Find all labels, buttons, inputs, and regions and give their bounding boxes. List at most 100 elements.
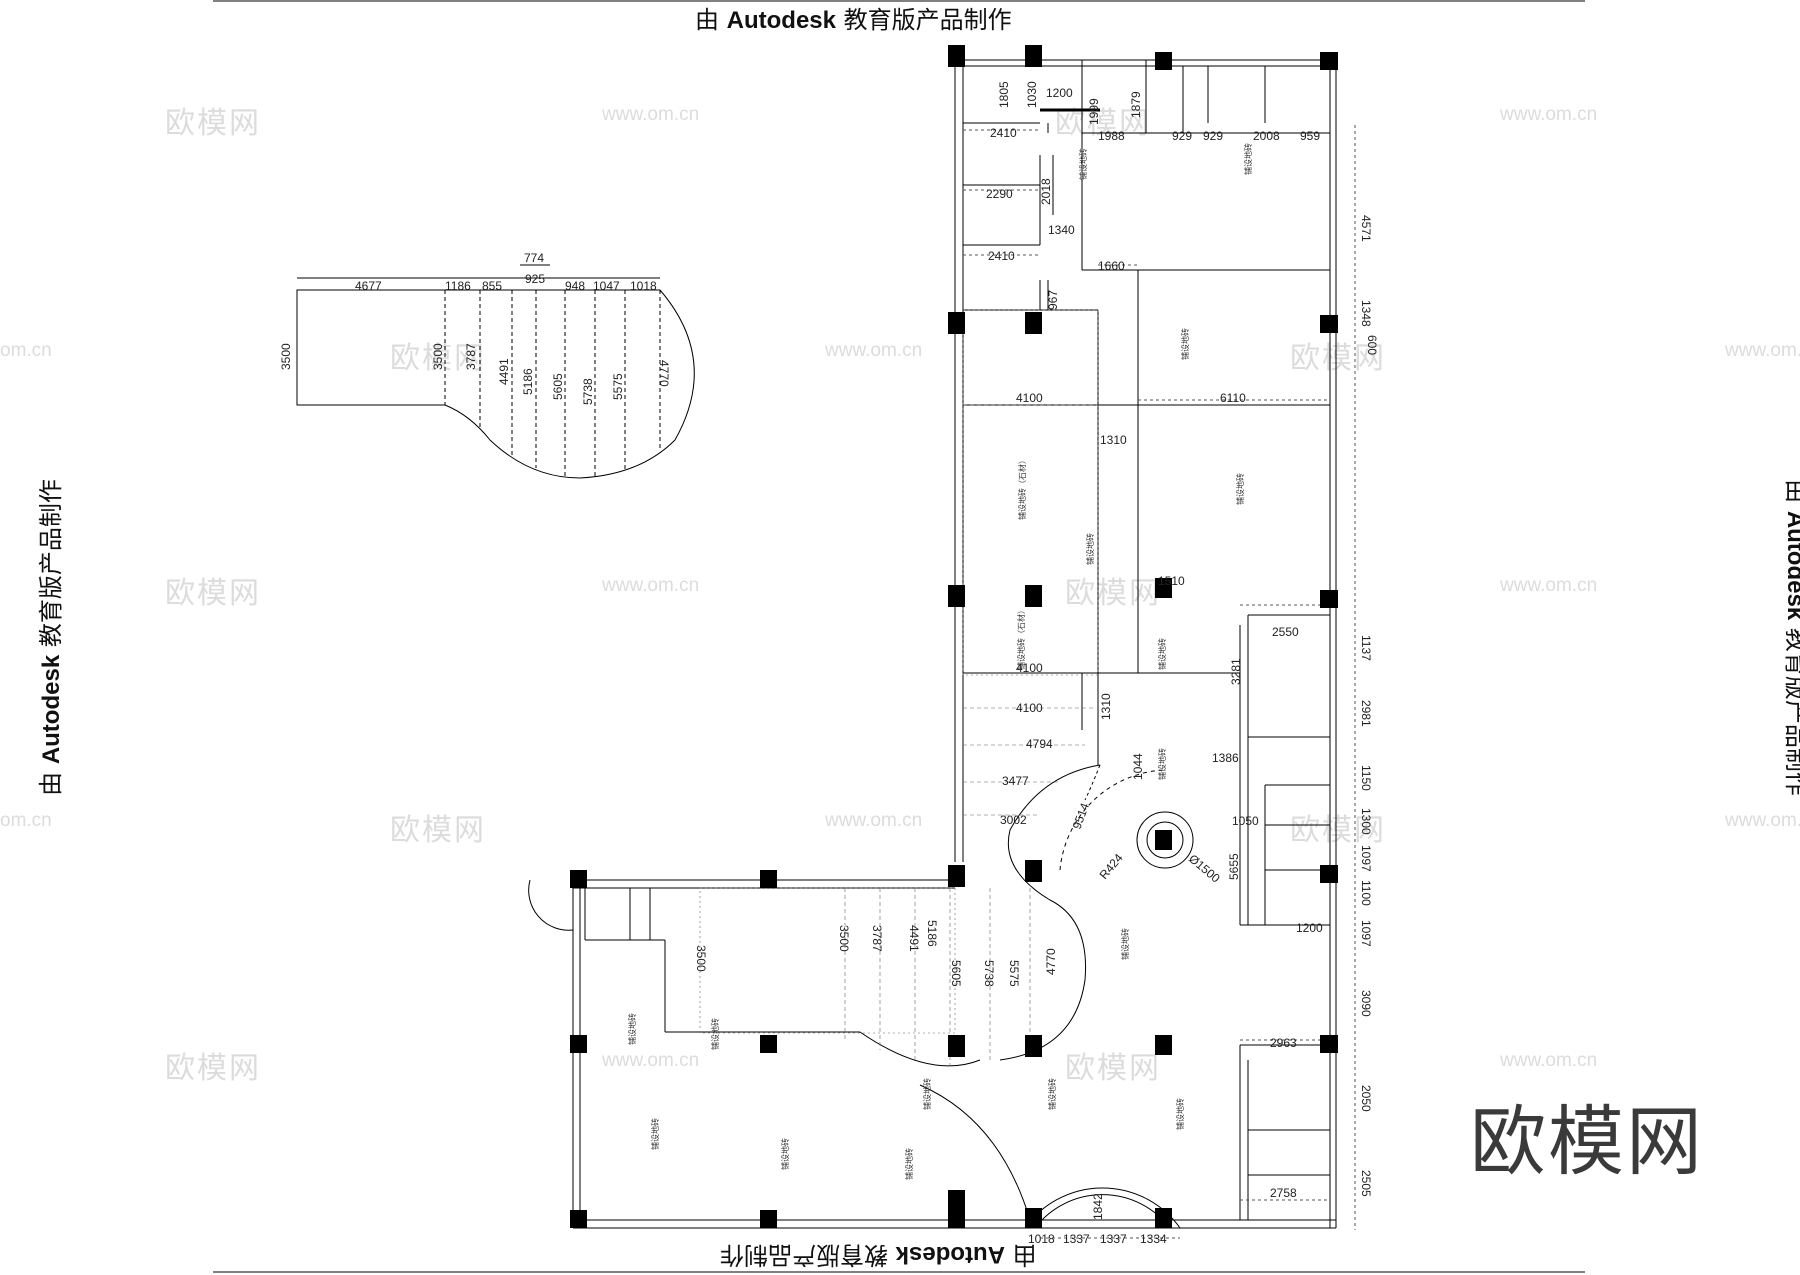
svg-text:1842: 1842 xyxy=(1091,1193,1105,1220)
room-label: 铺设地砖 xyxy=(780,1138,790,1170)
svg-text:1879: 1879 xyxy=(1129,91,1143,118)
svg-text:2505: 2505 xyxy=(1359,1170,1373,1197)
svg-text:1805: 1805 xyxy=(997,81,1011,108)
svg-text:948: 948 xyxy=(565,279,585,293)
svg-text:6110: 6110 xyxy=(1220,391,1246,405)
svg-text:2050: 2050 xyxy=(1359,1085,1373,1112)
svg-text:2550: 2550 xyxy=(1272,625,1299,639)
svg-text:3500: 3500 xyxy=(279,343,293,370)
watermark-url: om.cn xyxy=(0,340,52,361)
watermark-logo: 欧模网 xyxy=(1065,1051,1161,1086)
svg-text:855: 855 xyxy=(482,279,502,293)
svg-text:1018: 1018 xyxy=(1028,1232,1055,1246)
svg-text:1150: 1150 xyxy=(1359,765,1373,791)
svg-text:4571: 4571 xyxy=(1359,215,1373,242)
svg-text:929: 929 xyxy=(1172,129,1192,143)
svg-text:5605: 5605 xyxy=(551,373,565,400)
room-label: 铺设地砖 xyxy=(1243,143,1253,175)
svg-text:5186: 5186 xyxy=(521,368,535,395)
svg-text:Ø1500: Ø1500 xyxy=(1186,852,1223,886)
svg-text:1200: 1200 xyxy=(1046,86,1073,100)
svg-text:3090: 3090 xyxy=(1359,990,1373,1017)
svg-text:5738: 5738 xyxy=(982,960,996,987)
svg-text:2963: 2963 xyxy=(1270,1036,1297,1050)
svg-text:1334: 1334 xyxy=(1140,1232,1167,1246)
svg-text:774: 774 xyxy=(524,251,544,265)
svg-text:4794: 4794 xyxy=(1026,737,1053,751)
svg-text:600: 600 xyxy=(1365,335,1379,355)
svg-text:1988: 1988 xyxy=(1098,129,1125,143)
svg-text:1100: 1100 xyxy=(1359,880,1373,906)
svg-text:1348: 1348 xyxy=(1359,300,1373,327)
watermark-url: www.om.cn xyxy=(825,340,923,361)
terrazzo-zone xyxy=(699,309,1099,1065)
svg-text:9514: 9514 xyxy=(1070,801,1092,831)
svg-text:1386: 1386 xyxy=(1212,751,1239,765)
svg-text:4677: 4677 xyxy=(355,279,382,293)
room-label: 铺设地砖 xyxy=(1180,328,1190,360)
svg-text:2981: 2981 xyxy=(1359,700,1373,727)
room-label: 铺设地砖 xyxy=(1120,928,1130,960)
room-label: 铺设地砖 xyxy=(650,1118,660,1150)
svg-text:2008: 2008 xyxy=(1253,129,1280,143)
watermark-logo: 欧模网 xyxy=(165,576,261,611)
svg-text:1050: 1050 xyxy=(1232,814,1259,828)
svg-text:3500: 3500 xyxy=(837,925,851,952)
svg-text:3787: 3787 xyxy=(464,343,478,370)
brand-logo: 欧模网 xyxy=(1470,1097,1704,1186)
room-label: 铺设地砖（石材） xyxy=(1016,606,1026,670)
svg-text:925: 925 xyxy=(525,272,545,286)
svg-text:4491: 4491 xyxy=(907,925,921,952)
svg-text:2758: 2758 xyxy=(1270,1186,1297,1200)
svg-text:2018: 2018 xyxy=(1039,178,1053,205)
watermark-logo: 欧模网 xyxy=(165,1051,261,1086)
room-label: 铺设地砖 xyxy=(922,1078,932,1110)
room-label: 铺设地砖 xyxy=(1235,473,1245,505)
building-outline xyxy=(528,55,1337,1229)
room-label: 铺设地砖 xyxy=(1157,748,1167,780)
watermark-url: www.om.cn xyxy=(1725,340,1800,361)
svg-text:4100: 4100 xyxy=(1016,391,1043,405)
svg-text:1186: 1186 xyxy=(445,279,471,293)
structural-columns xyxy=(570,45,1338,1228)
svg-text:1097: 1097 xyxy=(1359,920,1373,947)
room-label: 铺设地砖 xyxy=(904,1148,914,1180)
watermark-url: www.om.cn xyxy=(602,104,700,125)
watermark-url: om.cn xyxy=(0,810,52,831)
watermark-logo: 欧模网 xyxy=(165,106,261,141)
watermark-logo: 欧模网 xyxy=(1065,576,1161,611)
svg-text:1999: 1999 xyxy=(1087,98,1101,125)
svg-text:1018: 1018 xyxy=(630,279,657,293)
svg-text:4491: 4491 xyxy=(497,358,511,385)
svg-text:3281: 3281 xyxy=(1229,658,1243,685)
svg-text:3002: 3002 xyxy=(1000,813,1027,827)
dimension-lines xyxy=(963,125,1356,1239)
svg-text:4100: 4100 xyxy=(1016,661,1043,675)
svg-text:929: 929 xyxy=(1203,129,1223,143)
watermark-logo: 欧模网 xyxy=(390,341,486,376)
svg-text:1137: 1137 xyxy=(1359,635,1373,661)
svg-text:4770: 4770 xyxy=(1044,948,1058,975)
svg-text:5575: 5575 xyxy=(611,373,625,400)
room-label: 铺设地砖（石材） xyxy=(1017,456,1027,520)
svg-text:5605: 5605 xyxy=(949,960,963,987)
watermark-logo: 欧模网 xyxy=(1290,341,1386,376)
watermark-url: www.om.cn xyxy=(1500,1050,1598,1071)
room-label: 铺设地砖 xyxy=(1078,148,1088,180)
svg-text:1340: 1340 xyxy=(1048,223,1075,237)
svg-text:2410: 2410 xyxy=(988,249,1015,263)
watermark-url: www.om.cn xyxy=(1725,810,1800,831)
watermark-logo: 欧模网 xyxy=(1055,106,1151,141)
watermark-logo: 欧模网 xyxy=(390,813,486,848)
svg-text:1030: 1030 xyxy=(1025,81,1039,108)
autodesk-edu-stamp-top: 由 Autodesk 教育版产品制作 xyxy=(695,6,1012,34)
svg-text:4100: 4100 xyxy=(1016,701,1043,715)
svg-text:3787: 3787 xyxy=(870,925,884,952)
svg-text:R424: R424 xyxy=(1097,851,1126,882)
svg-text:1337: 1337 xyxy=(1063,1232,1090,1246)
svg-text:1047: 1047 xyxy=(593,279,620,293)
room-label: 铺设地砖 xyxy=(1175,1098,1185,1130)
svg-text:2290: 2290 xyxy=(986,187,1013,201)
